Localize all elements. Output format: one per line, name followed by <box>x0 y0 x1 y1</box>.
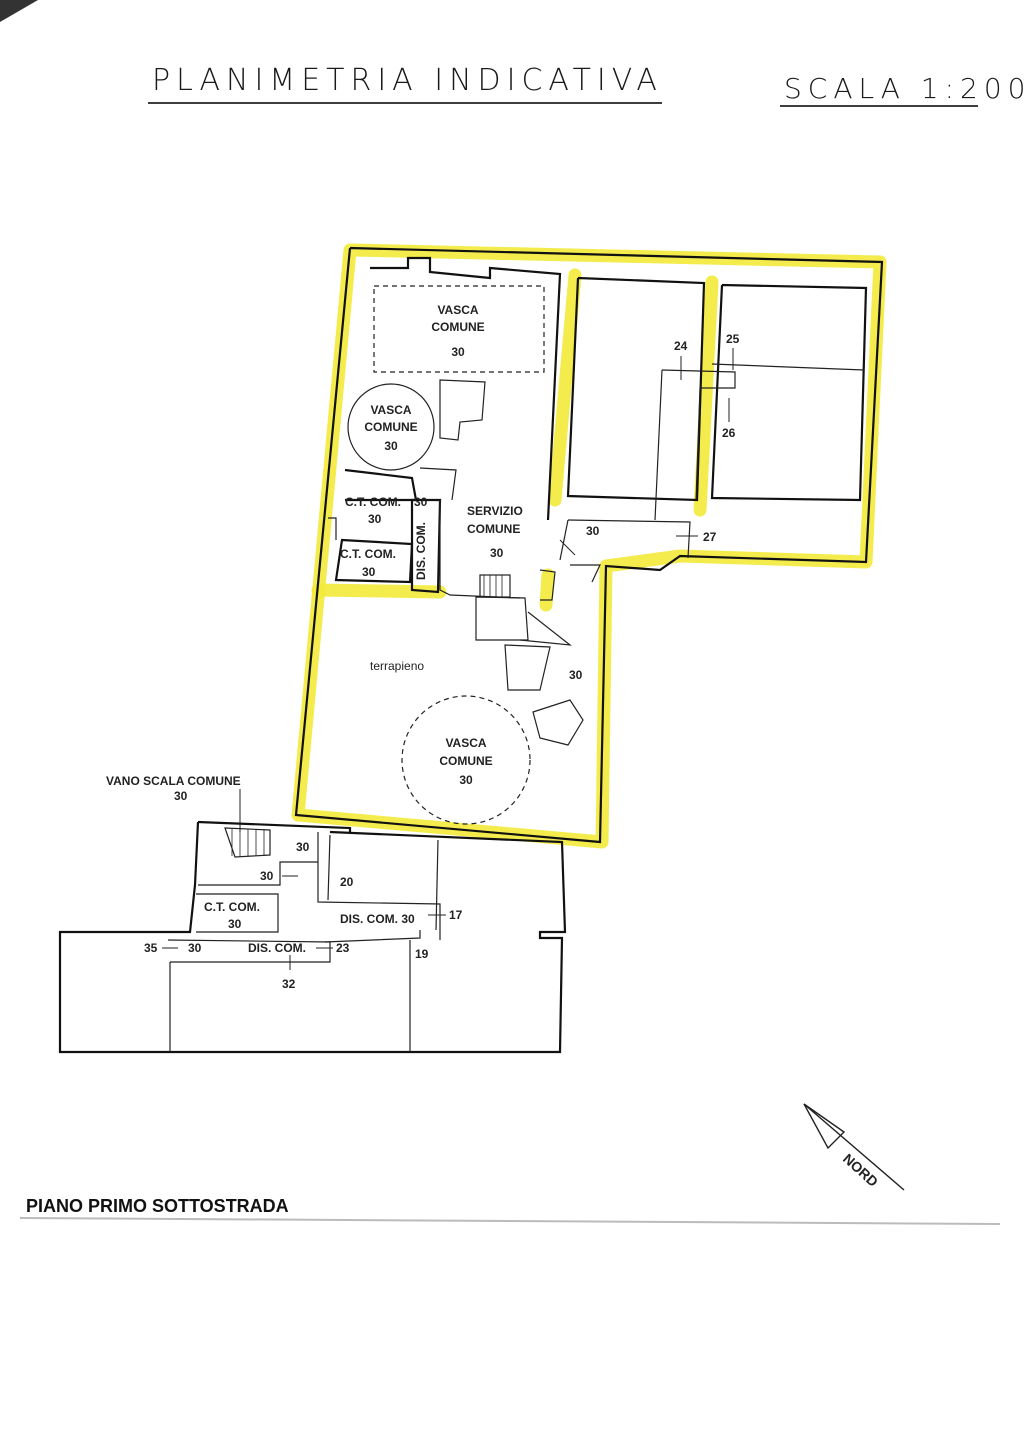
num-20: 20 <box>340 875 354 889</box>
num-26: 26 <box>722 426 736 440</box>
scan-corner-mark <box>0 0 38 22</box>
num-35: 35 <box>144 941 158 955</box>
dis-com-vertical-label: DIS. COM. <box>414 522 428 580</box>
vano-scala-label: VANO SCALA COMUNE <box>106 774 241 788</box>
servizio-line2: COMUNE <box>467 522 520 536</box>
servizio-line1: SERVIZIO <box>467 504 523 518</box>
north-arrow-icon: NORD <box>803 1103 905 1191</box>
num-24: 24 <box>674 339 688 353</box>
vasca-rect-outline <box>373 285 545 373</box>
left-room-walls <box>328 379 521 599</box>
ct-com-3-num: 30 <box>228 917 242 931</box>
ct-com-2-num: 30 <box>362 565 376 579</box>
upper-building-walls <box>294 246 884 844</box>
vano-scala-num: 30 <box>174 789 188 803</box>
ct-com-1-side: 30 <box>414 495 428 509</box>
num-32: 32 <box>282 977 296 991</box>
num-30-left: 30 <box>188 941 202 955</box>
vasca-large-line2: COMUNE <box>439 754 492 768</box>
ct-com-2-label: C.T. COM. <box>340 547 396 561</box>
stair-num-30-b: 30 <box>260 869 274 883</box>
servizio-num: 30 <box>490 546 504 560</box>
num-17: 17 <box>449 908 463 922</box>
vasca-large-num: 30 <box>459 773 473 787</box>
ct-com-3-label: C.T. COM. <box>204 900 260 914</box>
common-area-highlight <box>291 243 887 849</box>
dis-com-mid-label: DIS. COM. 30 <box>340 912 415 926</box>
num-19: 19 <box>415 947 429 961</box>
corridor-leader <box>559 539 576 556</box>
ct-com-1-label: C.T. COM. <box>345 495 401 509</box>
north-label: NORD <box>840 1150 881 1189</box>
vasca-small-line1: VASCA <box>370 403 411 417</box>
num-23: 23 <box>336 941 350 955</box>
vasca-small-num: 30 <box>384 439 398 453</box>
vasca-small-line2: COMUNE <box>364 420 417 434</box>
stair-num-30-a: 30 <box>296 840 310 854</box>
corridor-num-30: 30 <box>586 524 600 538</box>
num-25: 25 <box>726 332 740 346</box>
num-27: 27 <box>703 530 717 544</box>
ct-com-1-num: 30 <box>368 512 382 526</box>
vasca-large-line1: VASCA <box>445 736 486 750</box>
dis-com-low-label: DIS. COM. <box>248 941 306 955</box>
floor-level-label: PIANO PRIMO SOTTOSTRADA <box>26 1196 289 1216</box>
curved-stair <box>532 699 584 746</box>
plan-scale: SCALA 1:200 <box>784 72 1024 105</box>
ramp-num-30: 30 <box>569 668 583 682</box>
lower-building-walls <box>58 820 567 1054</box>
plan-title: PLANIMETRIA INDICATIVA <box>152 63 663 98</box>
terrapieno-label: terrapieno <box>370 659 424 673</box>
vasca-rect-line2: COMUNE <box>431 320 484 334</box>
vasca-small-circle <box>347 383 435 471</box>
footer-scan-line <box>19 1217 1001 1225</box>
vasca-large-circle <box>401 695 531 825</box>
vasca-rect-num: 30 <box>451 345 465 359</box>
central-stair <box>475 564 601 691</box>
vasca-rect-line1: VASCA <box>437 303 478 317</box>
